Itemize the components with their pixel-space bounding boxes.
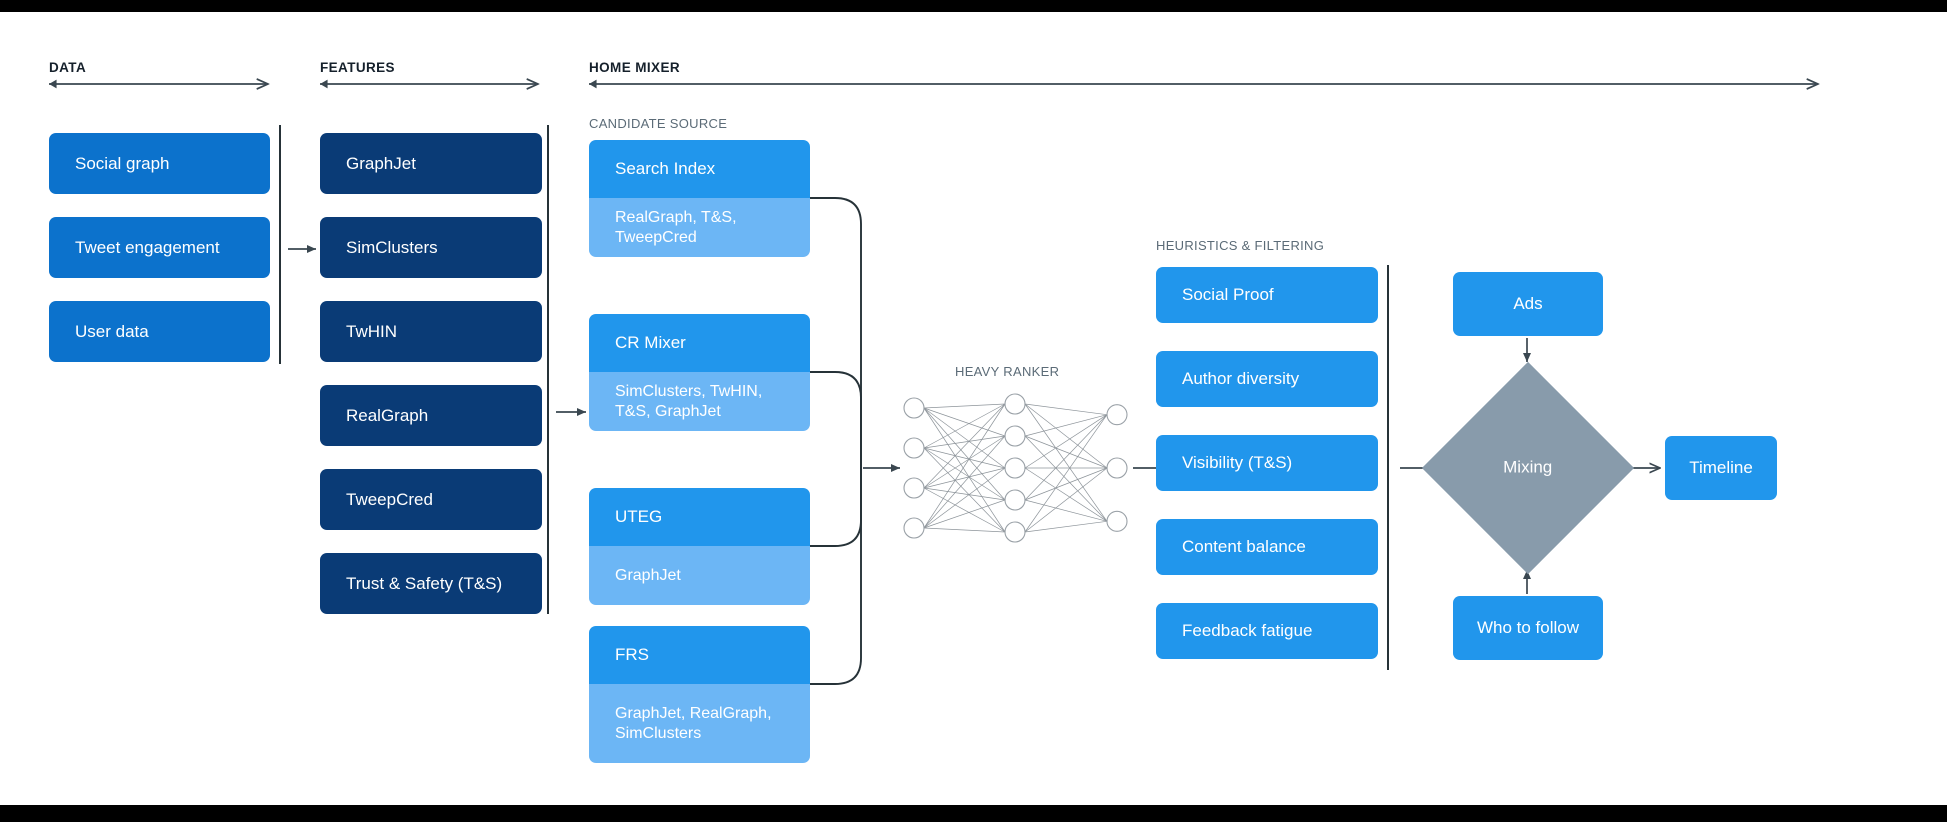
candidate-card-1-detail: SimClusters, TwHIN, T&S, GraphJet	[589, 372, 810, 431]
feature-box-0[interactable]: GraphJet	[320, 133, 542, 194]
data-box-2[interactable]: User data	[49, 301, 270, 362]
nn-node-l0-2	[903, 477, 925, 499]
heuristic-box-3-label: Content balance	[1182, 537, 1306, 556]
heuristic-box-2-label: Visibility (T&S)	[1182, 453, 1293, 472]
stage-label-home-mixer: HOME MIXER	[589, 60, 681, 75]
nn-node-l2-1	[1106, 457, 1128, 479]
diagram-canvas: DATA FEATURES HOME MIXER CANDIDATE SOURC…	[0, 12, 1947, 805]
heuristic-box-1[interactable]: Author diversity	[1156, 351, 1378, 407]
top-letterbox-bar	[0, 0, 1947, 12]
nn-node-l0-3	[903, 517, 925, 539]
feature-box-1-label: SimClusters	[346, 237, 438, 257]
candidate-card-3-title: FRS	[589, 626, 810, 684]
sublabel-heuristics: HEURISTICS & FILTERING	[1156, 238, 1325, 253]
data-box-1-label: Tweet engagement	[75, 237, 220, 257]
timeline-label: Timeline	[1689, 458, 1753, 477]
candidate-card-3-detail: GraphJet, RealGraph, SimClusters	[589, 684, 810, 763]
heuristic-box-2[interactable]: Visibility (T&S)	[1156, 435, 1378, 491]
data-box-0[interactable]: Social graph	[49, 133, 270, 194]
data-box-1[interactable]: Tweet engagement	[49, 217, 270, 278]
feature-box-3[interactable]: RealGraph	[320, 385, 542, 446]
candidate-card-3[interactable]: FRS GraphJet, RealGraph, SimClusters	[589, 626, 810, 763]
mixing-label: Mixing	[1503, 458, 1553, 477]
feature-box-2[interactable]: TwHIN	[320, 301, 542, 362]
nn-node-l1-2	[1004, 457, 1026, 479]
candidate-card-1[interactable]: CR Mixer SimClusters, TwHIN, T&S, GraphJ…	[589, 314, 810, 431]
feature-box-4[interactable]: TweepCred	[320, 469, 542, 530]
candidate-card-0-title: Search Index	[589, 140, 810, 198]
candidate-card-0[interactable]: Search Index RealGraph, T&S, TweepCred	[589, 140, 810, 257]
ads-box[interactable]: Ads	[1453, 272, 1603, 336]
stage-label-data: DATA	[49, 60, 87, 75]
stage-label-features: FEATURES	[320, 60, 395, 75]
mixing-diamond[interactable]: Mixing	[1421, 361, 1635, 575]
feature-box-0-label: GraphJet	[346, 153, 416, 173]
who-to-follow-label: Who to follow	[1476, 618, 1580, 637]
nn-node-l1-3	[1004, 489, 1026, 511]
neural-network-svg	[903, 393, 1128, 543]
feature-box-5[interactable]: Trust & Safety (T&S)	[320, 553, 542, 614]
bottom-letterbox-bar	[0, 805, 1947, 822]
heuristic-box-4-label: Feedback fatigue	[1182, 621, 1313, 640]
sublabel-candidate-source: CANDIDATE SOURCE	[589, 116, 728, 131]
candidate-card-2-detail: GraphJet	[589, 546, 810, 605]
nn-node-l1-1	[1004, 425, 1026, 447]
feature-box-2-label: TwHIN	[346, 321, 397, 341]
candidate-card-0-detail: RealGraph, T&S, TweepCred	[589, 198, 810, 257]
heuristic-box-4[interactable]: Feedback fatigue	[1156, 603, 1378, 659]
feature-box-1[interactable]: SimClusters	[320, 217, 542, 278]
heavy-ranker-network	[898, 388, 1133, 548]
nn-node-l0-1	[903, 437, 925, 459]
feature-box-5-label: Trust & Safety (T&S)	[346, 573, 503, 593]
heuristic-box-0-label: Social Proof	[1182, 285, 1274, 304]
feature-box-3-label: RealGraph	[346, 405, 429, 425]
nn-node-l2-0	[1106, 404, 1128, 426]
timeline-box[interactable]: Timeline	[1665, 436, 1777, 500]
data-box-0-label: Social graph	[75, 153, 170, 173]
candidate-card-2-title: UTEG	[589, 488, 810, 546]
heuristic-box-1-label: Author diversity	[1182, 369, 1300, 388]
candidate-card-1-title: CR Mixer	[589, 314, 810, 372]
feature-box-4-label: TweepCred	[346, 489, 433, 509]
heuristic-box-3[interactable]: Content balance	[1156, 519, 1378, 575]
nn-node-l1-4	[1004, 521, 1026, 543]
sublabel-heavy-ranker: HEAVY RANKER	[955, 364, 1060, 379]
heuristic-box-0[interactable]: Social Proof	[1156, 267, 1378, 323]
candidate-card-2[interactable]: UTEG GraphJet	[589, 488, 810, 605]
ads-label: Ads	[1513, 294, 1543, 313]
nn-node-l2-2	[1106, 510, 1128, 532]
candidate-source-collectors	[810, 197, 862, 685]
who-to-follow-box[interactable]: Who to follow	[1453, 596, 1603, 660]
nn-node-l1-0	[1004, 393, 1026, 415]
data-box-2-label: User data	[75, 321, 149, 341]
nn-node-l0-0	[903, 397, 925, 419]
